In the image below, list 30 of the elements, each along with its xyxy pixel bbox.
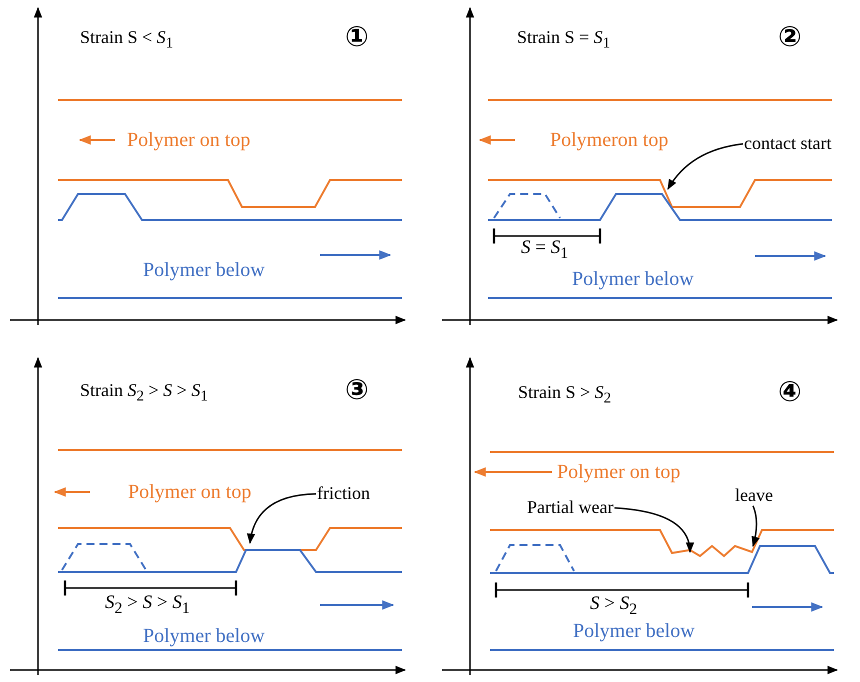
surface-profile — [490, 545, 834, 574]
panel-title: Strain S = S$_{1}$ — [517, 28, 610, 52]
dimension-label: S$_{2}$ > S > S$_{1}$ — [105, 593, 190, 618]
leader-line — [667, 143, 744, 190]
dimension-label: S = S$_{1}$ — [521, 238, 568, 262]
layer-label: Polymer on top — [557, 461, 680, 483]
layer-label: Polymer below — [572, 268, 694, 290]
layer-label: Polymer below — [143, 625, 265, 647]
panel-title: Strain S > S$_{2}$ — [518, 383, 612, 408]
callout-label: Partial wear — [527, 498, 614, 518]
layer-label: Polymeron top — [550, 129, 668, 151]
layer-label: Polymer on top — [127, 129, 250, 151]
layer-label: Polymer below — [573, 620, 695, 642]
panel-title: Strain S$_{2}$ > S > S$_{1}$ — [80, 381, 208, 406]
leader-line — [614, 507, 694, 554]
dimension-label: S > S$_{2}$ — [590, 594, 638, 618]
panel-title: Strain S < S$_{1}$ — [80, 28, 174, 52]
callout-label: friction — [317, 484, 370, 504]
layer-label: Polymer below — [143, 259, 265, 281]
panel-number: ③ — [345, 375, 369, 406]
panel-number: ① — [345, 22, 369, 53]
leader-line — [751, 506, 760, 548]
callout-label: contact start — [744, 134, 832, 154]
layer-label: Polymer on top — [128, 481, 252, 503]
surface-profile — [488, 179, 832, 208]
panel-number: ② — [778, 22, 802, 53]
surface-profile — [490, 529, 834, 558]
callout-label: leave — [735, 486, 773, 506]
panel-number: ④ — [778, 377, 802, 408]
leader-line — [247, 493, 316, 544]
